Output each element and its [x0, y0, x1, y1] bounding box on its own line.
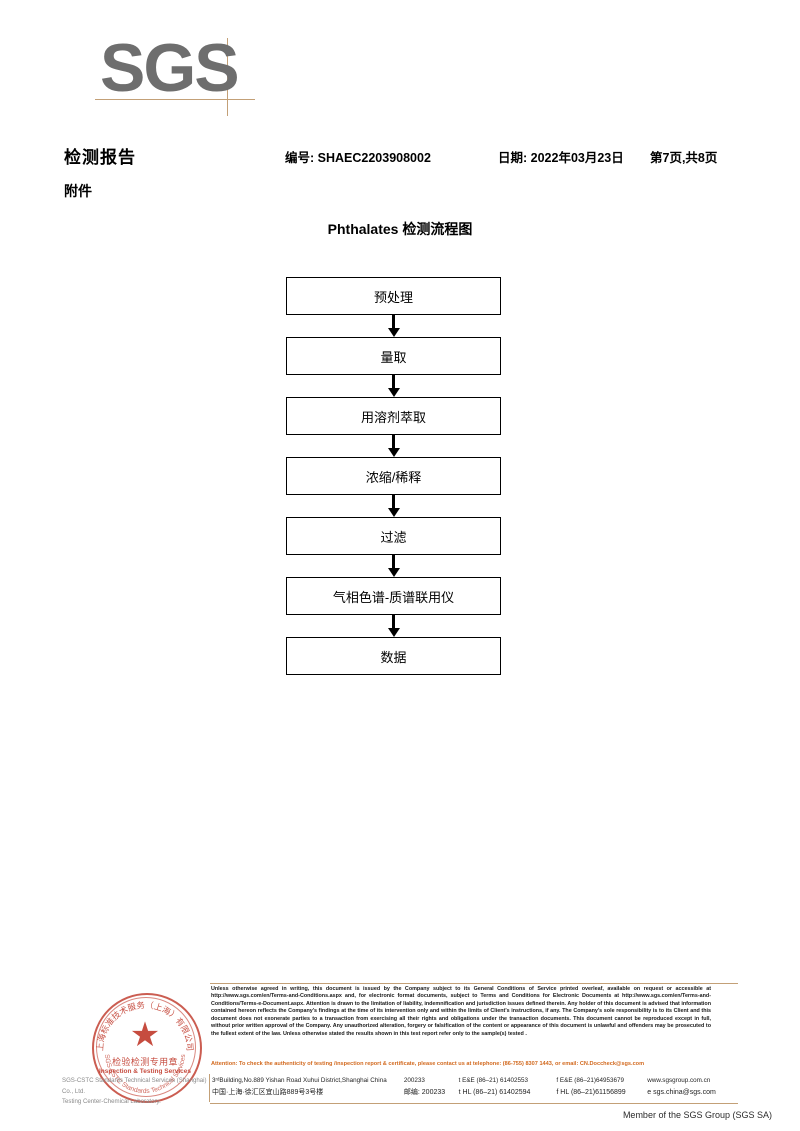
arrow-head-icon [387, 328, 400, 337]
fax-hl: f HL (86–21)61156899 [556, 1088, 626, 1096]
seal-outer-ring [92, 993, 202, 1103]
address-en: 3ʳᵈBuilding,No.889 Yishan Road Xuhui Dis… [212, 1077, 387, 1084]
legal-terms-text: Unless otherwise agreed in writing, this… [211, 986, 711, 1037]
email[interactable]: e sgs.china@sgs.com [647, 1088, 716, 1096]
flow-step-label: 数据 [380, 649, 407, 665]
report-number: 编号: SHAEC2203908002 [285, 151, 431, 165]
arrow-head-icon [387, 388, 400, 397]
arrow-shaft [392, 315, 395, 330]
company-name-block: SGS-CSTC Standards Technical Services (S… [62, 1076, 212, 1108]
logo-vertical-rule [227, 38, 228, 116]
page-indicator: 第7页,共8页 [650, 151, 718, 165]
address-divider [209, 1074, 210, 1102]
seal-arc-top-text: 上海标准技术服务（上海）有限公司 [95, 1000, 195, 1052]
telephone-hl: t HL (86–21) 61402594 [458, 1088, 531, 1096]
report-date: 日期: 2022年03月23日 [498, 151, 624, 165]
arrow-head-icon [387, 448, 400, 457]
company-line-1: SGS-CSTC Standards Technical Services (S… [62, 1077, 207, 1095]
arrow-head-icon [387, 508, 400, 517]
flow-arrow-5 [286, 555, 501, 577]
arrow-shaft [392, 495, 395, 510]
telephone-ee: t E&E (86–21) 61402553 [458, 1077, 528, 1084]
logo-wordmark: SGS [100, 30, 240, 106]
footer-bottom-rule [210, 1103, 738, 1104]
seal-inner-ring [96, 997, 196, 1097]
website[interactable]: www.sgsgroup.com.cn [647, 1077, 711, 1084]
flow-arrow-1 [286, 315, 501, 337]
flow-step-7: 数据 [286, 637, 501, 675]
arrow-shaft [392, 375, 395, 390]
flow-step-3: 用溶剂萃取 [286, 397, 501, 435]
fax-ee: f E&E (86–21)64953679 [556, 1077, 624, 1084]
flow-step-label: 浓缩/稀释 [365, 469, 422, 485]
flow-step-4: 浓缩/稀释 [286, 457, 501, 495]
sgs-logo: SGS [95, 34, 260, 120]
contact-row-cn: 中国·上海·徐汇区宜山路889号3号楼 邮编: 200233 t HL (86–… [212, 1087, 738, 1098]
attention-notice: Attention: To check the authenticity of … [211, 1061, 645, 1067]
flow-arrow-3 [286, 435, 501, 457]
contact-details-table: 3ʳᵈBuilding,No.889 Yishan Road Xuhui Dis… [212, 1076, 738, 1098]
contact-row-en: 3ʳᵈBuilding,No.889 Yishan Road Xuhui Dis… [212, 1076, 738, 1087]
page-title: 检测报告 [64, 148, 136, 167]
flow-arrow-2 [286, 375, 501, 397]
flow-step-label: 量取 [380, 349, 407, 365]
flow-arrow-6 [286, 615, 501, 637]
arrow-head-icon [387, 628, 400, 637]
flow-step-2: 量取 [286, 337, 501, 375]
logo-horizontal-rule [95, 99, 255, 100]
flow-step-label: 用溶剂萃取 [360, 409, 426, 425]
company-line-2: Testing Center-Chemical Laboratory. [62, 1098, 161, 1106]
sgs-group-membership: Member of the SGS Group (SGS SA) [622, 1110, 772, 1120]
seal-label-en: Inspection & Testing Services [99, 1068, 191, 1075]
zip-cn: 邮编: 200233 [403, 1088, 446, 1096]
zip-en: 200233 [403, 1077, 425, 1084]
flow-step-label: 过滤 [380, 529, 407, 545]
attachment-label: 附件 [64, 183, 92, 199]
flowchart-title: Phthalates 检测流程图 [327, 221, 473, 237]
seal-label-cn: 检验检测专用章 [112, 1057, 178, 1067]
flow-step-5: 过滤 [286, 517, 501, 555]
flow-arrow-4 [286, 495, 501, 517]
seal-arc-bottom-text: SGS-CSTC Standards Technical Services [103, 1053, 187, 1095]
flow-step-label: 预处理 [373, 289, 413, 305]
arrow-head-icon [387, 568, 400, 577]
arrow-shaft [392, 435, 395, 450]
flowchart: 预处理 量取 用溶剂萃取 浓缩/稀释 过滤 [286, 277, 503, 675]
flow-step-6: 气相色谱-质谱联用仪 [286, 577, 501, 615]
flow-step-label: 气相色谱-质谱联用仪 [332, 589, 455, 605]
star-icon: ★ [129, 1016, 161, 1054]
address-cn: 中国·上海·徐汇区宜山路889号3号楼 [212, 1088, 324, 1096]
arrow-shaft [392, 615, 395, 630]
footer-top-rule [210, 983, 738, 984]
official-seal: 上海标准技术服务（上海）有限公司 SGS-CSTC Standards Tech… [92, 993, 202, 1103]
arrow-shaft [392, 555, 395, 570]
flow-step-1: 预处理 [286, 277, 501, 315]
